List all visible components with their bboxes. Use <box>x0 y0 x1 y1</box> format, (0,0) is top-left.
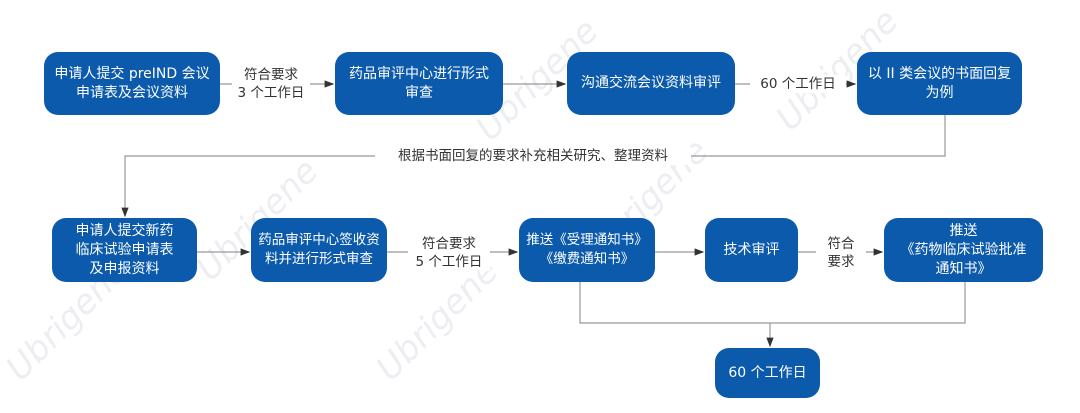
feedback-label: 根据书面回复的要求补充相关研究、整理资料 <box>375 147 691 165</box>
step-sign-review: 药品审评中心签收资 料并进行形式审查 <box>251 218 387 282</box>
feedback-arrow <box>121 115 946 218</box>
step-formal-review: 药品审评中心进行形式 审查 <box>335 52 503 115</box>
step-submit-ind: 申请人提交新药 临床试验申请表 及申报资料 <box>52 218 197 282</box>
edge-label-3-days: 符合要求 3 个工作日 <box>232 66 310 102</box>
step-submit-preind: 申请人提交 preIND 会议 申请表及会议资料 <box>44 52 220 115</box>
step-push-notices: 推送《受理通知书》 《缴费通知书》 <box>519 218 655 282</box>
edge-label-5-days: 符合要求 5 个工作日 <box>408 235 490 271</box>
edge-label-60-days: 60 个工作日 <box>750 75 846 93</box>
step-written-reply: 以 II 类会议的书面回复 为例 <box>857 52 1022 115</box>
step-technical-review: 技术审评 <box>705 218 798 282</box>
step-push-approval: 推送 《药物临床试验批准 通知书》 <box>884 218 1043 282</box>
step-60-days: 60 个工作日 <box>715 348 820 398</box>
step-meeting-review: 沟通交流会议资料审评 <box>567 52 735 115</box>
edge-label-qualified: 符合 要求 <box>816 235 866 271</box>
merge-line <box>579 282 966 324</box>
